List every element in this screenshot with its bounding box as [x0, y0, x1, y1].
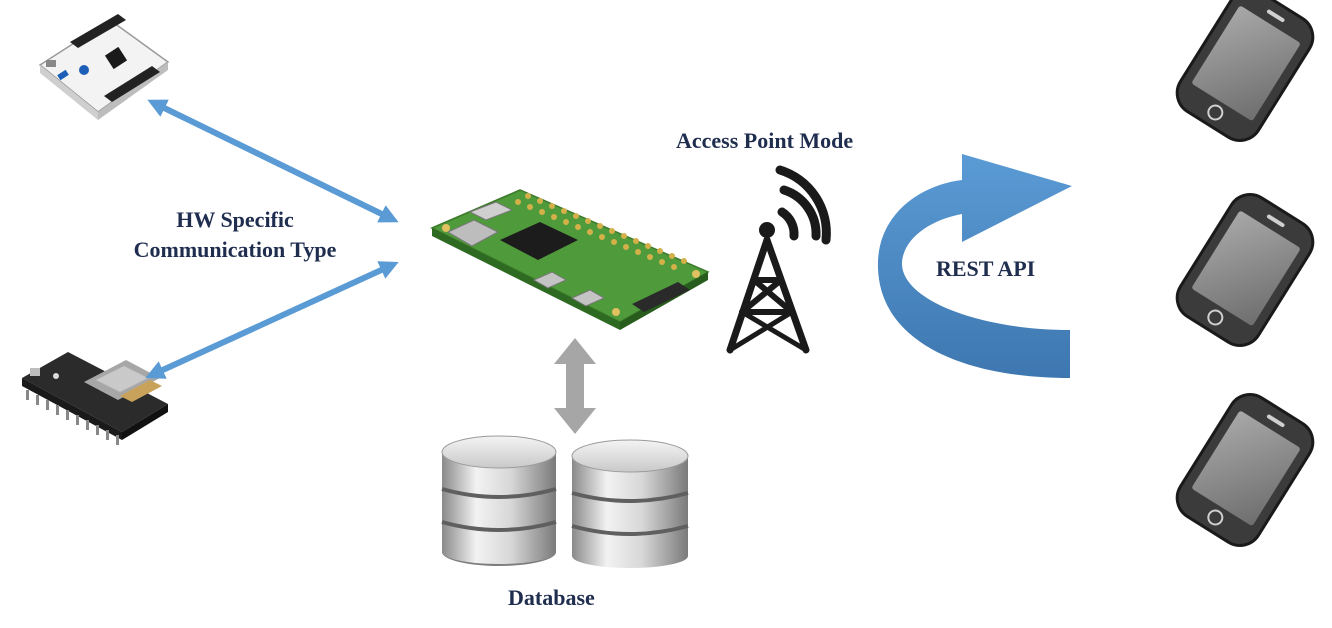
- smartphone-icon: [1175, 193, 1315, 347]
- db-link-arrow: [554, 338, 596, 434]
- raspberry-pi-zero-icon: [430, 189, 710, 330]
- access-point-label: Access Point Mode: [676, 128, 854, 153]
- smartphone-icon: [1175, 0, 1315, 142]
- database-label: Database: [508, 585, 595, 610]
- hw-communication-label: HW Specific Communication Type: [100, 205, 370, 265]
- database-cylinders-icon: [441, 435, 689, 568]
- hw-label-line2: Communication Type: [133, 237, 337, 262]
- comm-arrow-bottom: [145, 261, 399, 379]
- stm32-nucleo-board-icon: [38, 14, 170, 120]
- radio-tower-icon: [726, 165, 831, 354]
- rest-api-label: REST API: [936, 256, 1036, 281]
- nodemcu-esp8266-board-icon: [22, 352, 168, 445]
- smartphone-icon: [1175, 393, 1315, 547]
- comm-arrow-top: [147, 99, 399, 223]
- rest-curved-arrow: [877, 154, 1072, 378]
- hw-label-line1: HW Specific: [176, 207, 294, 232]
